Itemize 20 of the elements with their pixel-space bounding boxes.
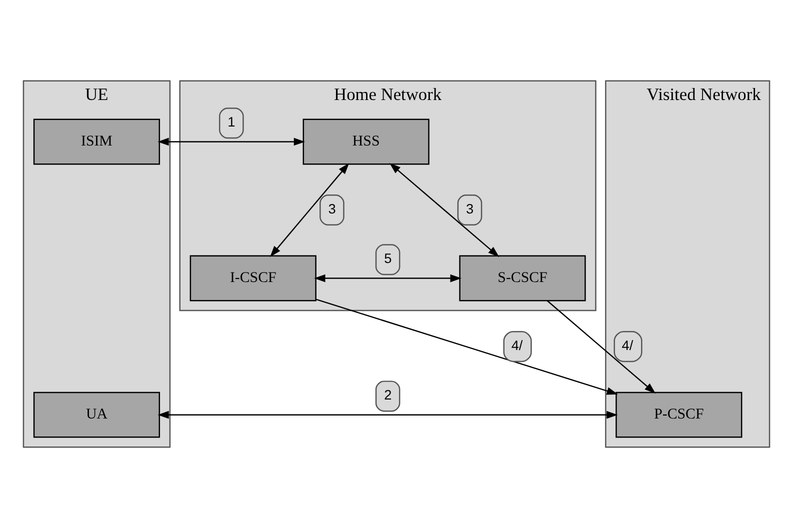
node-box: ISIM — [33, 118, 160, 164]
edge-label: 1 — [228, 114, 236, 130]
arrow — [158, 410, 618, 418]
arrow — [158, 137, 306, 146]
node-box: UA — [33, 391, 160, 438]
edge-label: 2 — [384, 387, 392, 402]
edge-label: 4/ — [511, 338, 523, 353]
node-box: P-CSCF — [616, 391, 742, 438]
arrow — [316, 298, 618, 394]
arrow — [389, 162, 500, 257]
edge-label: 5 — [384, 250, 392, 266]
edge-label: 3 — [328, 200, 336, 216]
node-box: I-CSCF — [190, 254, 316, 301]
node-box: HSS — [302, 118, 430, 164]
node-box: S-CSCF — [459, 254, 586, 301]
edge-label: 4/ — [622, 338, 634, 353]
arrow — [270, 162, 350, 256]
edge-label: 3 — [466, 200, 474, 216]
arrow — [314, 274, 462, 282]
arrow — [546, 300, 656, 394]
